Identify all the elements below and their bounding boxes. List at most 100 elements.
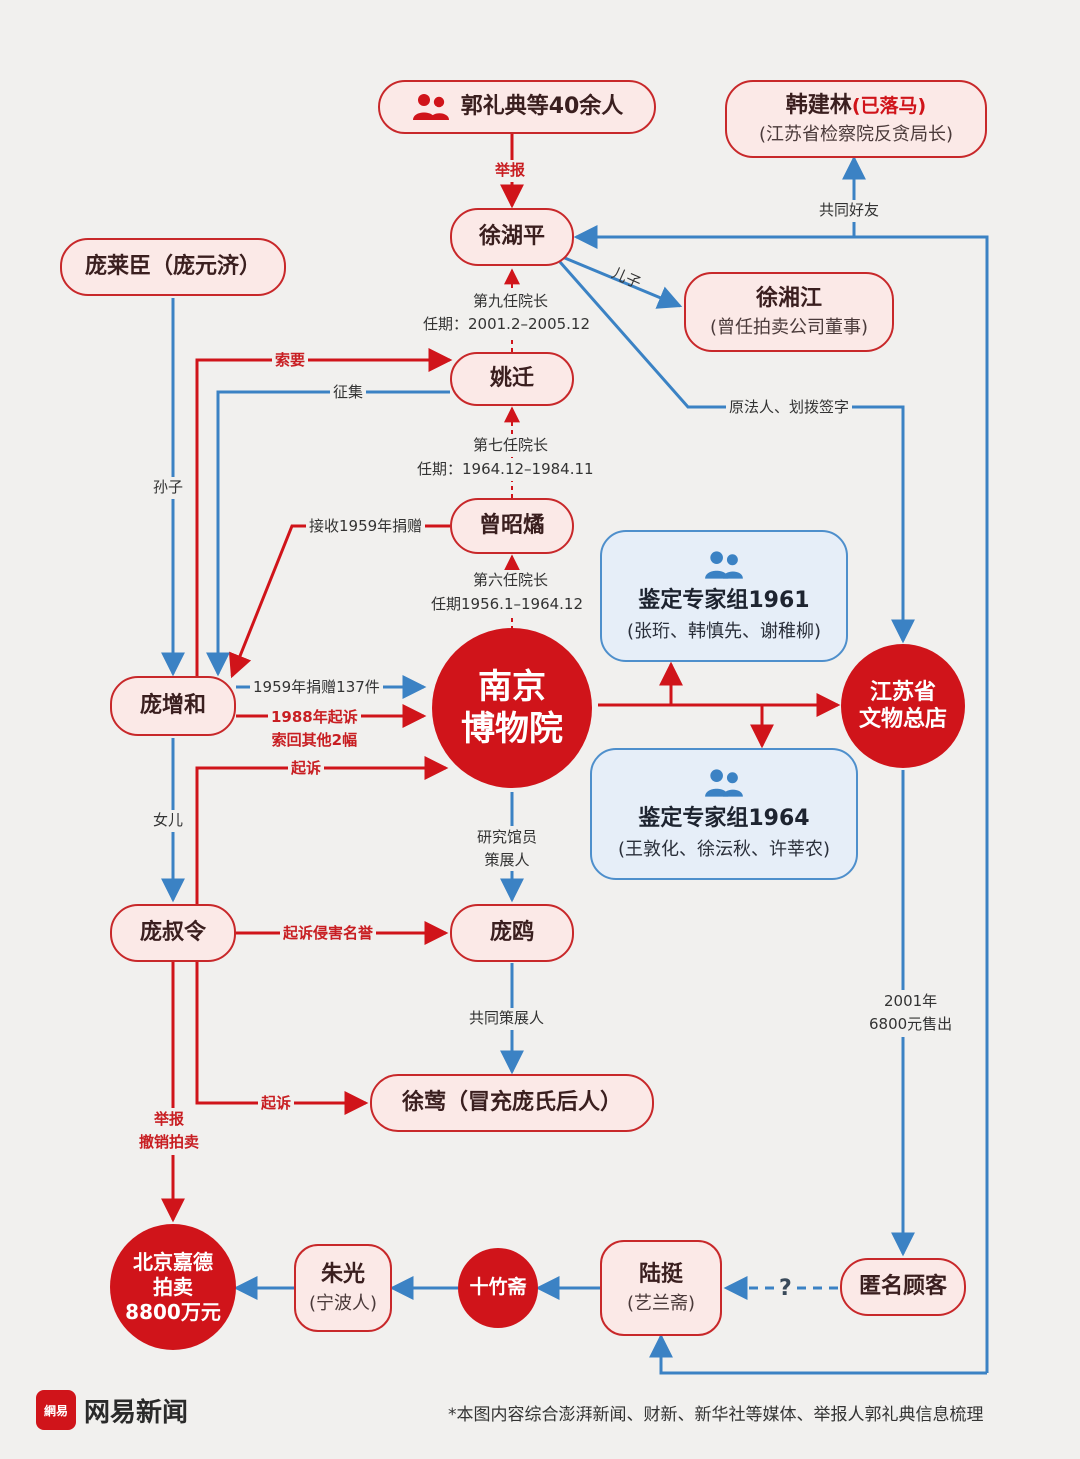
people-icon [705,551,743,579]
pang-shuling-label: 庞叔令 [139,920,206,946]
node-yao-qian: 姚迁 [450,352,574,406]
edge-loop-to-lu-ting [649,1333,987,1375]
edge-label-report-top: 举报 [492,160,529,182]
researcher-line2: 策展人 [484,850,530,869]
edge-label-receive-1959: 接收1959年捐赠 [306,516,426,538]
node-pang-shuling: 庞叔令 [110,904,236,962]
node-pang-laichen: 庞莱臣（庞元济） [60,238,286,296]
edge-label-researcher: 研究馆员 策展人 [474,826,541,871]
sue-1988-line1: 1988年起诉 [271,708,358,726]
edge-label-ninth-term: 任期：2001.2–2005.12 [420,314,594,336]
expert-1961-label: 鉴定专家组1961 [638,588,810,613]
jiangsu-store-line2: 文物总店 [858,707,947,732]
node-xu-xiangjiang: 徐湘江 (曾任拍卖公司董事) [684,272,894,352]
node-han-jianlin: 韩建林(已落马) (江苏省检察院反贪局长) [725,80,987,158]
report-cancel-line1: 举报 [154,1110,185,1128]
lu-ting-sub: (艺兰斋) [626,1292,696,1314]
edge-label-sue-1988: 1988年起诉 索回其他2幅 [268,706,361,751]
edge-label-collect: 征集 [330,382,367,404]
people-icon [412,94,449,120]
guo-lidian-label: 郭礼典等40余人 [460,94,624,120]
ninth-director-title: 第九任院长 [473,292,549,310]
node-pang-ou: 庞鸥 [450,904,574,962]
edge-label-legal-rep: 原法人、划拨签字 [726,397,853,419]
node-xu-huping: 徐湖平 [450,208,574,266]
edge-sue-xu-ying [195,962,369,1115]
yao-qian-label: 姚迁 [489,366,534,392]
sold-2001-line1: 2001年 [884,992,938,1010]
people-icon [705,769,743,797]
zeng-zhaoyu-label: 曾昭燏 [478,513,545,539]
expert-1961-sub: (张珩、韩慎先、谢稚柳) [626,620,822,642]
edge-label-demand: 索要 [272,350,309,372]
beijing-jiade-line2: 拍卖 [153,1274,193,1299]
han-jianlin-title: 韩建林(已落马) [786,92,926,120]
jiangsu-store-line1: 江苏省 [869,679,936,705]
edge-label-grandson: 孙子 [150,477,187,499]
expert-1964-sub: (王敦化、徐沄秋、许莘农) [617,838,831,860]
node-guo-lidian: 郭礼典等40余人 [378,80,656,134]
node-expert-1964: 鉴定专家组1964 (王敦化、徐沄秋、许莘农) [590,748,858,880]
pang-ou-label: 庞鸥 [489,920,534,946]
node-shizhuzhai: 十竹斋 [458,1248,538,1328]
shizhuzhai-label: 十竹斋 [469,1276,527,1299]
node-pang-zenghe: 庞增和 [110,676,236,736]
edge-label-sue: 起诉 [288,758,325,780]
netease-news-logo: 網易 网易新闻 [36,1390,188,1430]
edge-label-daughter: 女儿 [150,810,187,832]
report-cancel-line2: 撤销拍卖 [139,1133,200,1152]
logo-badge: 網易 [36,1390,76,1430]
node-jiangsu-store: 江苏省 文物总店 [841,644,965,768]
edge-label-report-cancel: 举报 撤销拍卖 [136,1108,203,1155]
edge-label-seventh-director: 第七任院长 [470,435,552,457]
anonymous-label: 匿名顾客 [858,1274,947,1300]
edge-son [559,254,683,309]
edge-label-ninth-director: 第九任院长 [470,290,552,314]
edge-collect [206,390,450,677]
edge-receive-1959 [228,524,450,679]
edge-label-co-curator: 共同策展人 [466,1008,548,1030]
node-lu-ting: 陆挺 (艺兰斋) [600,1240,722,1336]
han-jianlin-status: (已落马) [851,95,927,117]
edge-label-sixth-director: 第六任院长 [470,570,552,592]
nanjing-museum-line2: 博物院 [461,709,563,749]
beijing-jiade-line3: 8800万元 [125,1299,221,1324]
beijing-jiade-line1: 北京嘉德 [133,1249,213,1274]
lu-ting-label: 陆挺 [638,1262,683,1287]
xu-xiangjiang-label: 徐湘江 [755,286,822,311]
edge-label-sold-2001: 2001年 6800元售出 [866,990,956,1037]
xu-xiangjiang-sub: (曾任拍卖公司董事) [709,316,869,338]
edge-label-common-friend: 共同好友 [816,200,883,222]
edge-label-donate-1959: 1959年捐赠137件 [250,677,383,699]
node-xu-ying: 徐莺（冒充庞氏后人） [370,1074,654,1132]
sue-1988-line2: 索回其他2幅 [271,730,358,749]
logo-text: 网易新闻 [84,1397,189,1428]
pang-laichen-label: 庞莱臣（庞元济） [84,254,261,280]
han-jianlin-label: 韩建林 [785,93,852,118]
xu-huping-label: 徐湖平 [478,224,545,250]
nanjing-museum-line1: 南京 [478,666,546,707]
zhu-guang-label: 朱光 [320,1262,365,1287]
node-expert-1961: 鉴定专家组1961 (张珩、韩慎先、谢稚柳) [600,530,848,662]
node-nanjing-museum: 南京 博物院 [432,628,592,788]
node-zhu-guang: 朱光 (宁波人) [294,1244,392,1332]
edge-loop-to-xu-huping [573,225,989,1373]
edge-label-sue-xu-ying: 起诉 [258,1093,295,1115]
researcher-line1: 研究馆员 [477,828,538,846]
expert-1964-label: 鉴定专家组1964 [638,806,810,831]
sold-2001-line2: 6800元售出 [869,1015,953,1034]
edge-label-seventh-term: 任期：1964.12–1984.11 [414,459,597,481]
node-beijing-jiade: 北京嘉德 拍卖 8800万元 [110,1224,236,1350]
node-anonymous: 匿名顾客 [840,1258,966,1316]
edge-label-sue-defamation: 起诉侵害名誉 [280,923,377,945]
pang-zenghe-label: 庞增和 [139,693,206,719]
edge-label-sixth-term: 任期1956.1–1964.12 [428,594,587,616]
node-zeng-zhaoyu: 曾昭燏 [450,498,574,554]
xu-ying-label: 徐莺（冒充庞氏后人） [401,1090,622,1116]
zhu-guang-sub: (宁波人) [308,1292,378,1314]
source-note: *本图内容综合澎湃新闻、财新、新华社等媒体、举报人郭礼典信息梳理 [448,1405,984,1425]
han-jianlin-sub: (江苏省检察院反贪局长) [758,123,954,145]
edge-label-question: ? [776,1273,795,1305]
edge-sue [195,756,449,905]
